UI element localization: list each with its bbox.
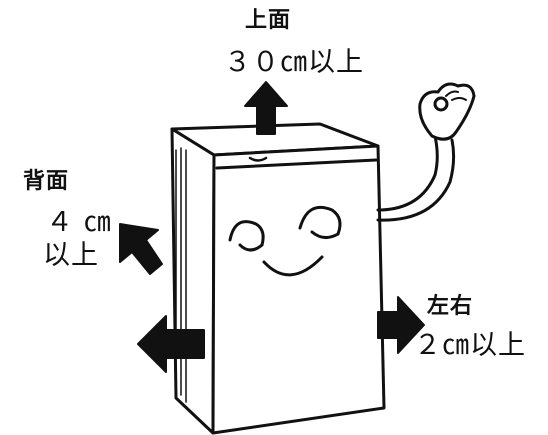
back-clearance-heading: 背面 [23,169,70,194]
ok-hand-icon [418,82,476,141]
clearance-arrow-icon [119,81,425,373]
smiling-refrigerator-icon [170,122,456,435]
side-clearance-value: ２㎝以上 [414,330,526,361]
right-eye [298,205,342,236]
back-arrow [119,223,163,275]
side-clearance-heading: 左右 [427,294,474,319]
right-side-arrow [377,296,425,354]
back-clearance-value-suffix: 以上 [43,240,99,271]
smile [262,255,324,277]
top-clearance-value: ３０㎝以上 [224,47,364,78]
left-side-arrow [137,315,205,373]
top-arrow [244,81,288,135]
left-eye [228,220,265,247]
back-clearance-value: ４ ㎝ [46,207,112,238]
top-clearance-heading: 上面 [245,8,292,33]
